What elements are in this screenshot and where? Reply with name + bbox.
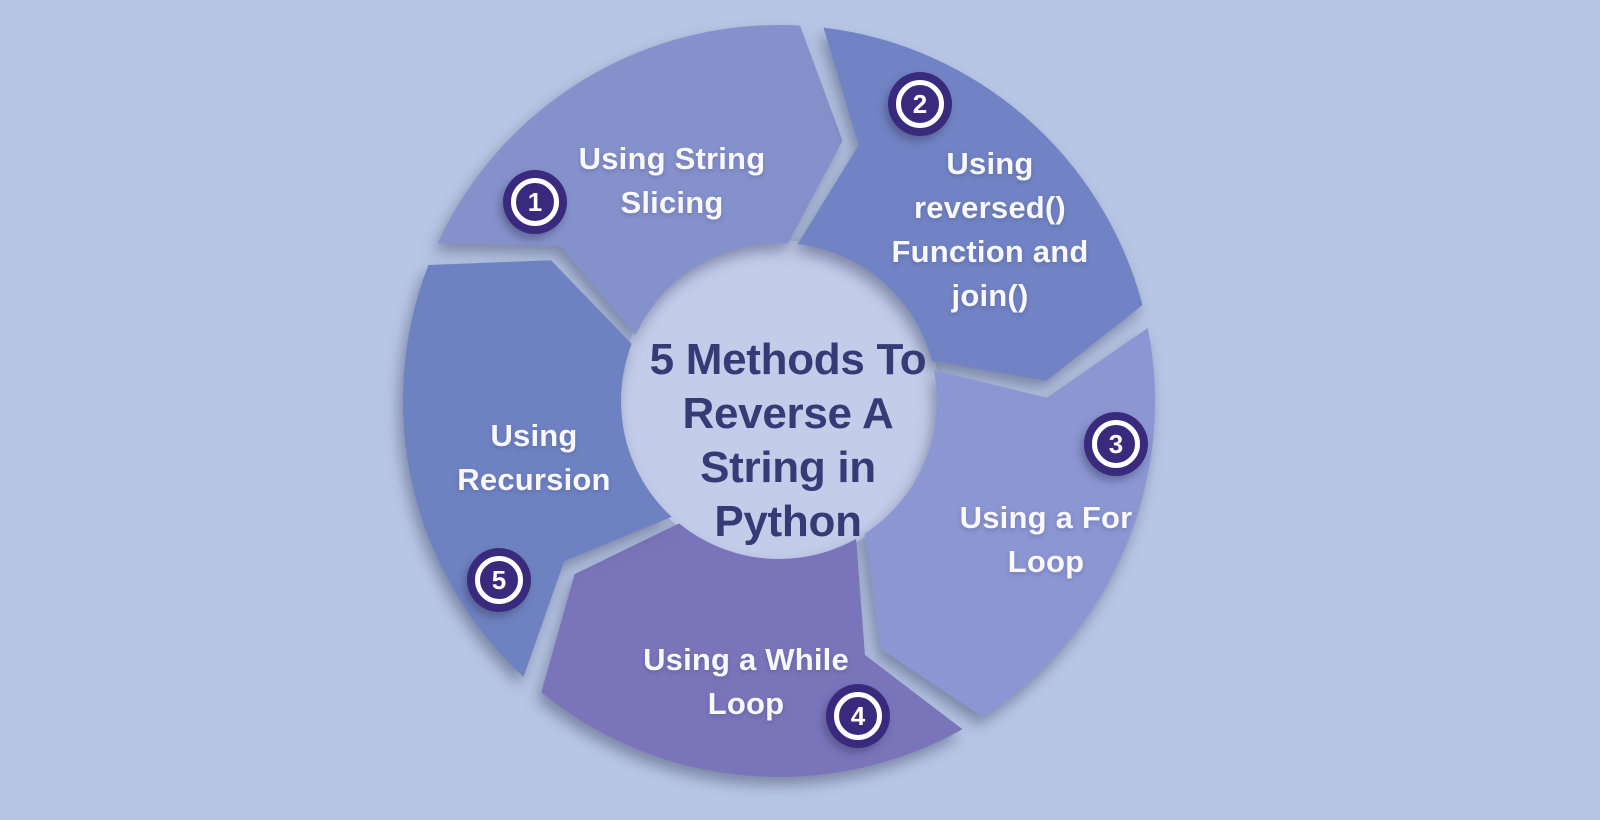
diagram-title: 5 Methods To Reverse A String in Python [649,335,927,546]
segment-1-shape [437,25,843,335]
segment-3-shape [864,328,1155,718]
center-circle [618,240,940,562]
segment-2-shape [797,27,1143,381]
